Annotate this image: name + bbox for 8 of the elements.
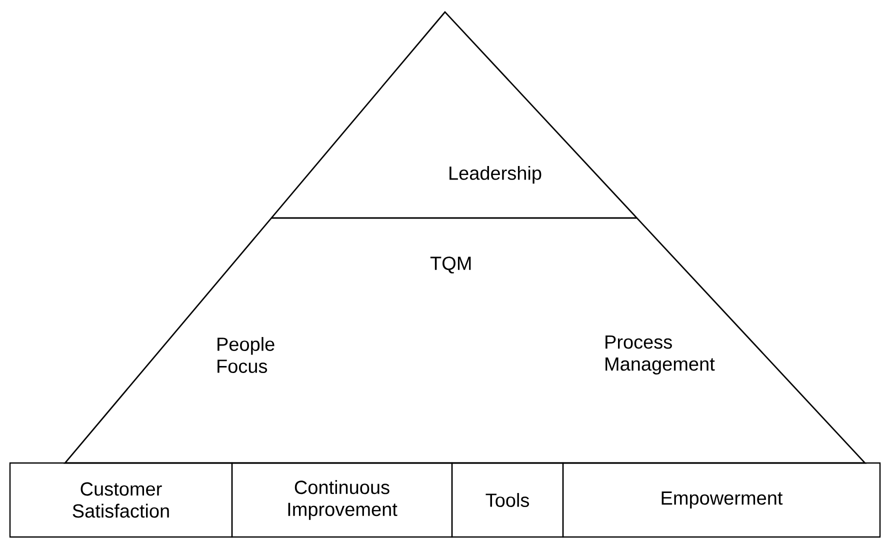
label-text: People Focus bbox=[218, 337, 274, 373]
label-text: Process Management bbox=[606, 336, 715, 374]
triangle-section: Leadership bbox=[271, 166, 637, 219]
text-box: Empowerment bbox=[562, 462, 881, 538]
text-box: Continuous Improvement bbox=[231, 462, 453, 538]
label-text: TQM bbox=[430, 256, 471, 274]
text-box: Tools bbox=[451, 462, 564, 538]
text-box: Customer Satisfaction bbox=[9, 462, 233, 538]
